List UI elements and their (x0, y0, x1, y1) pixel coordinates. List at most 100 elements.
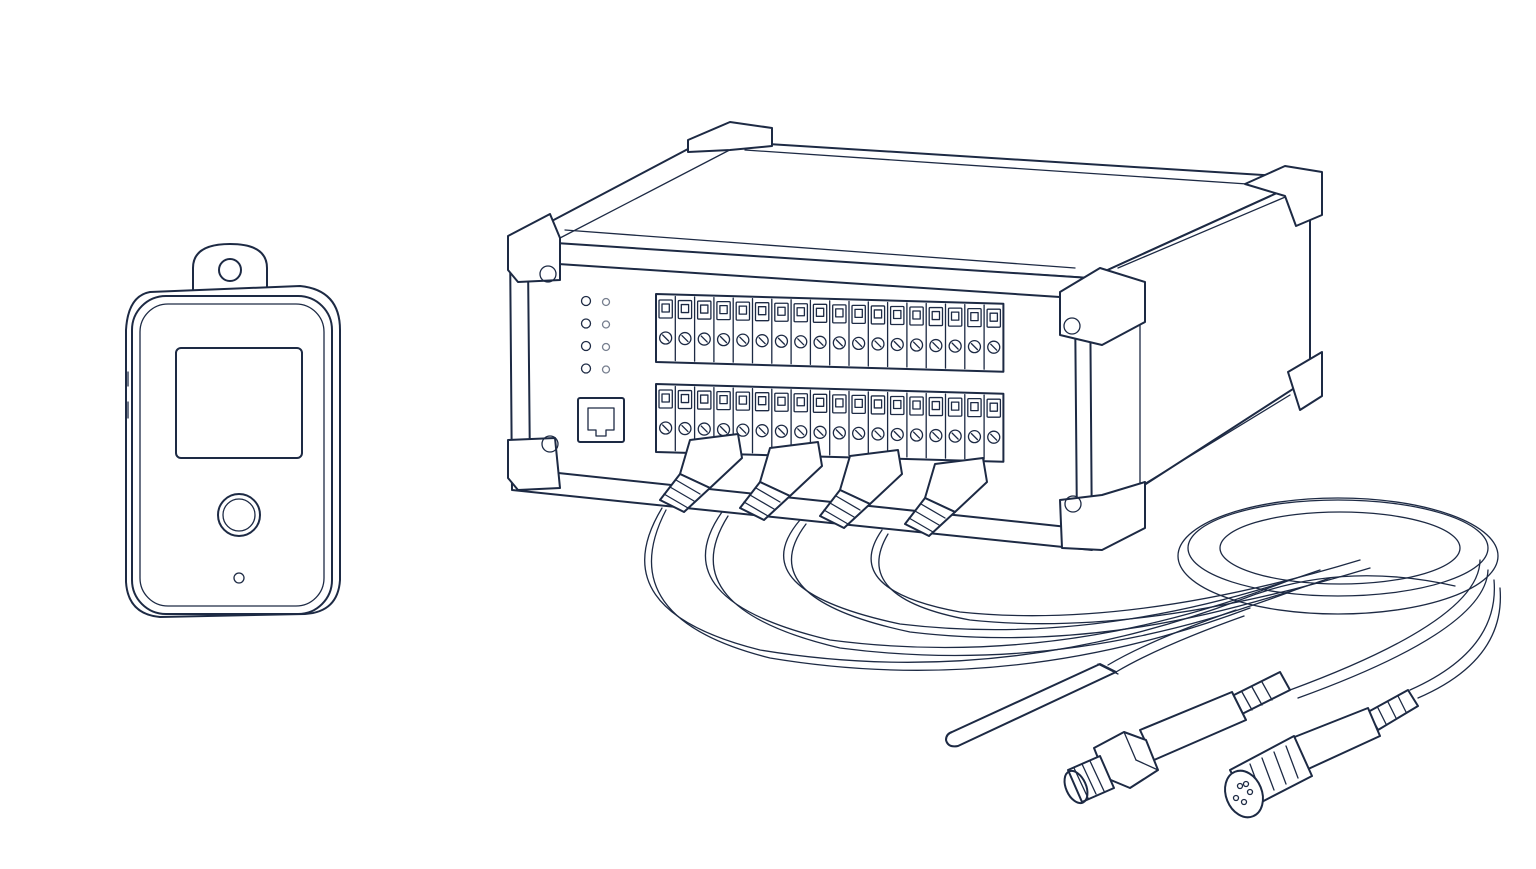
terminal-slot (989, 402, 999, 412)
terminal-clamp (947, 307, 963, 327)
terminal-screw-slot (681, 334, 689, 343)
terminal-screw-slot (990, 343, 998, 351)
status-led-label-dot (601, 320, 611, 329)
cable-plug-ring (669, 486, 695, 502)
terminal-clamp (754, 392, 770, 412)
terminal-slot (835, 308, 844, 318)
terminal-slot (777, 396, 786, 406)
terminal-screw (871, 337, 885, 351)
terminal-screw-slot (951, 432, 959, 440)
terminal-screw (832, 336, 846, 350)
terminal-clamp (851, 304, 866, 325)
terminal-slot (912, 310, 921, 320)
terminal-screw (774, 424, 789, 438)
terminal-screw (736, 423, 750, 437)
terminal-slot (854, 398, 863, 409)
terminal-clamp (793, 303, 809, 323)
status-led-label-dot (601, 365, 611, 374)
threaded-pressure-probe-icon (1063, 671, 1291, 805)
terminal-screw (852, 336, 866, 351)
terminal-screw (659, 421, 673, 435)
handheld-data-logger-icon (125, 243, 341, 618)
terminal-screw-slot (777, 427, 786, 435)
terminal-screw-slot (990, 433, 998, 441)
terminal-clamp (986, 308, 1002, 328)
cable-plug-ring (920, 503, 946, 519)
terminal-clamp (658, 299, 673, 319)
terminal-screw-slot (893, 430, 901, 439)
cable-plug-ring (835, 495, 861, 511)
terminal-screw-slot (970, 432, 979, 441)
status-led (580, 295, 592, 307)
terminal-clamp (716, 300, 731, 321)
probe-cable-group (644, 497, 1502, 699)
cable-plug-body (759, 441, 823, 497)
terminal-screw (909, 428, 924, 442)
terminal-screw (659, 331, 673, 345)
terminal-clamp (889, 395, 905, 416)
terminal-screw-slot (932, 341, 940, 350)
cable-plug-ring (675, 479, 701, 495)
terminal-screw-slot (758, 337, 766, 345)
logger-button (217, 493, 261, 537)
terminal-screw (890, 427, 904, 442)
terminal-slot (989, 312, 999, 322)
terminal-slot (719, 394, 728, 405)
status-led (580, 363, 592, 374)
terminal-slot (680, 303, 690, 314)
terminal-slot (796, 397, 806, 407)
terminal-clamp (696, 300, 712, 320)
terminal-screw-slot (758, 427, 766, 435)
cable-plug-boot (819, 489, 871, 529)
terminal-screw (871, 427, 885, 441)
multichannel-data-logger-icon (507, 121, 1323, 551)
terminal-screw-slot (700, 335, 708, 343)
terminal-screw (852, 426, 866, 441)
terminal-screw (697, 422, 711, 436)
terminal-clamp (735, 301, 751, 321)
terminal-clamp (947, 397, 963, 417)
terminal-slot (835, 398, 844, 408)
terminal-screw-slot (893, 340, 901, 349)
terminal-screw-slot (932, 431, 940, 440)
terminal-slot (950, 311, 960, 321)
terminal-clamp (889, 305, 905, 326)
terminal-screw-slot (912, 431, 921, 439)
status-led-label-dot (601, 342, 611, 352)
terminal-slot (680, 393, 690, 404)
terminal-screw-slot (681, 424, 689, 433)
terminal-clamp (832, 394, 847, 414)
terminal-screw-slot (951, 342, 959, 350)
terminal-screw (678, 421, 692, 436)
terminal-slot (815, 397, 825, 407)
terminal-clamp (928, 396, 944, 417)
cable-plug-boot (659, 473, 711, 513)
terminal-clamp (754, 302, 770, 322)
cable-plug-ring (743, 501, 769, 517)
terminal-screw (929, 338, 943, 353)
terminal-screw-slot (777, 337, 786, 345)
terminal-screw (716, 332, 731, 347)
terminal-clamp (677, 299, 693, 320)
terminal-slot (873, 399, 883, 409)
terminal-clamp (774, 302, 789, 322)
terminal-clamp (986, 398, 1002, 418)
terminal-slot (777, 306, 786, 316)
cable-plug-ring (755, 487, 781, 503)
terminal-slot (931, 400, 941, 411)
status-led-group (580, 295, 611, 374)
terminal-screw (755, 424, 769, 438)
terminal-slot (757, 306, 767, 316)
terminal-screw-slot (700, 425, 708, 433)
terminal-screw (890, 337, 904, 352)
terminal-slot (970, 311, 979, 322)
terminal-screw-slot (662, 334, 670, 342)
terminal-screw (678, 331, 692, 346)
vented-humidity-probe-icon (1224, 689, 1419, 819)
terminal-screw (697, 332, 711, 346)
terminal-clamp (909, 396, 924, 416)
terminal-screw-slot (835, 339, 843, 347)
terminal-slot (661, 303, 670, 313)
